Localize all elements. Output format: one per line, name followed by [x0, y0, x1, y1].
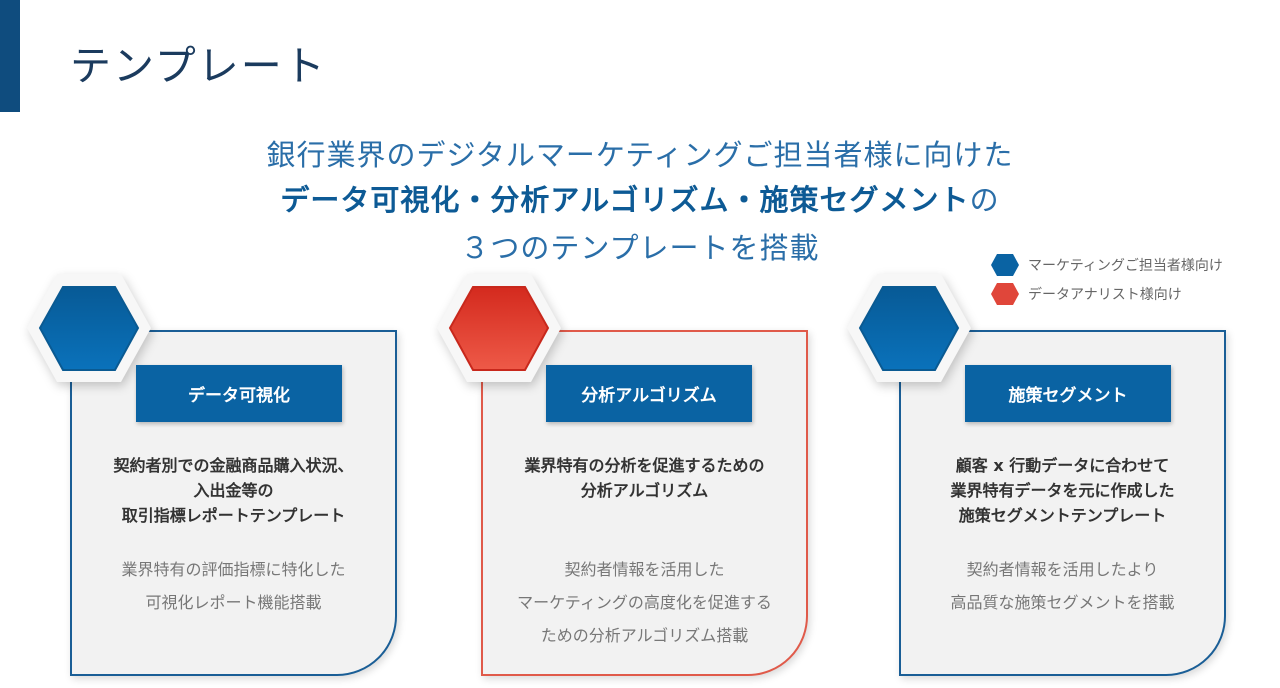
subtitle-line2: データ可視化・分析アルゴリズム・施策セグメントの	[0, 177, 1280, 219]
subtitle-highlight: データ可視化・分析アルゴリズム・施策セグメント	[280, 183, 970, 217]
card-description: 契約者情報を活用したより高品質な施策セグメントを搭載	[950, 560, 1175, 612]
card-description: 業界特有の評価指標に特化した可視化レポート機能搭載	[121, 560, 346, 612]
blue-hexagon-icon	[27, 274, 151, 382]
legend-label: データアナリスト様向け	[1028, 287, 1182, 303]
accent-bar	[0, 0, 20, 112]
legend-analyst: データアナリスト様向け	[990, 282, 1182, 306]
subtitle-suffix: の	[969, 183, 1000, 217]
card-description: 契約者情報を活用したマーケティングの高度化を促進するための分析アルゴリズム搭載	[517, 560, 772, 645]
blue-hexagon-icon	[991, 254, 1019, 276]
legend-label: マーケティングご担当者様向け	[1028, 258, 1223, 274]
card-headline: 契約者別での金融商品購入状況、入出金等の取引指標レポートテンプレート	[113, 456, 354, 525]
legend-marketing: マーケティングご担当者様向け	[990, 253, 1223, 277]
card-label: 施策セグメント	[965, 365, 1171, 422]
page-title: テンプレート	[70, 42, 327, 90]
card-headline: 業界特有の分析を促進するための分析アルゴリズム	[524, 456, 765, 500]
subtitle-line3: ３つのテンプレートを搭載	[460, 231, 820, 265]
subtitle-line1: 銀行業界のデジタルマーケティングご担当者様に向けた	[266, 138, 1014, 172]
blue-hexagon-icon	[847, 274, 971, 382]
card-headline: 顧客 x 行動データに合わせて業界特有データを元に作成した施策セグメントテンプレ…	[950, 456, 1175, 525]
red-hexagon-icon	[437, 274, 561, 382]
card-label: データ可視化	[136, 365, 342, 422]
red-hexagon-icon	[991, 283, 1019, 305]
card-label: 分析アルゴリズム	[546, 365, 752, 422]
